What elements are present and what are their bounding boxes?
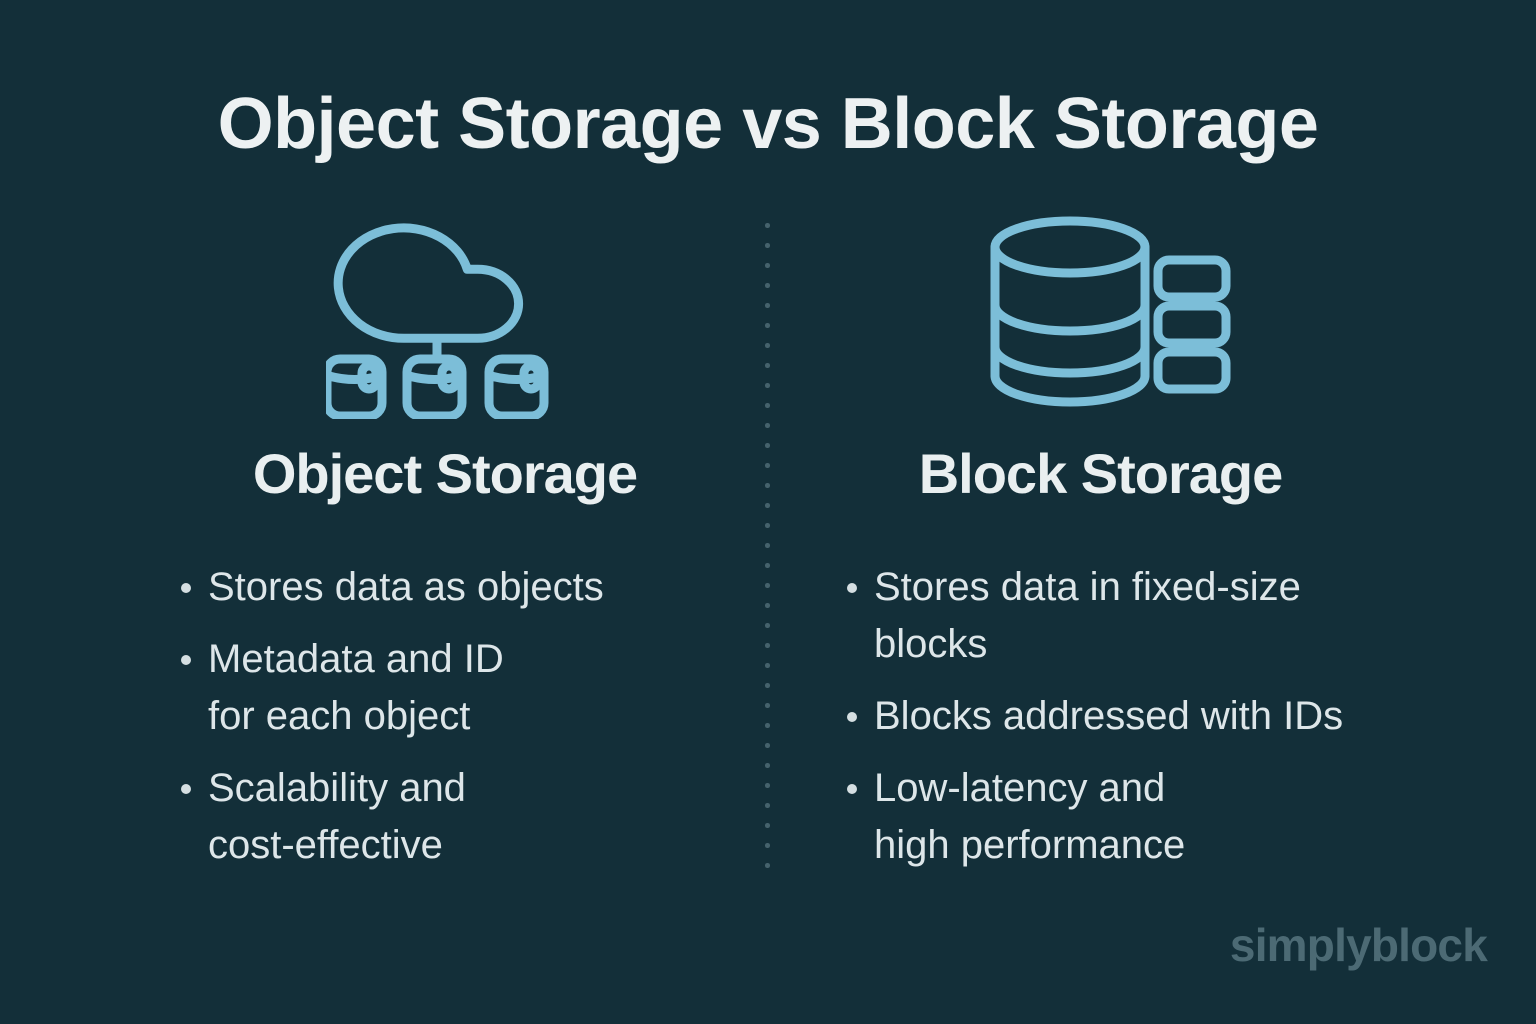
bullet-text: Scalability and cost-effective [208, 766, 466, 867]
object-storage-bullet-list: Stores data as objects Metadata and ID f… [181, 559, 721, 889]
bullet-marker [847, 712, 857, 722]
list-item: Blocks addressed with IDs [847, 688, 1447, 745]
list-item: Metadata and ID for each object [181, 631, 721, 745]
object-storage-heading: Object Storage [252, 442, 638, 505]
list-item: Scalability and cost-effective [181, 760, 721, 874]
bullet-marker [847, 583, 857, 593]
list-item: Stores data as objects [181, 559, 721, 616]
block-storage-heading: Block Storage [918, 442, 1284, 505]
simplyblock-logo: simplyblock [1229, 919, 1488, 971]
bullet-marker [181, 583, 191, 593]
bullet-text: Low-latency and high performance [874, 766, 1186, 867]
cloud-storage-icon [326, 219, 552, 424]
bullet-text: Blocks addressed with IDs [874, 694, 1344, 738]
bullet-marker [847, 784, 857, 794]
list-item: Low-latency and high performance [847, 760, 1447, 874]
list-item: Stores data in fixed-size blocks [847, 559, 1447, 673]
bullet-text: Stores data in fixed-size blocks [874, 565, 1301, 666]
bullet-marker [181, 655, 191, 665]
database-blocks-icon [988, 216, 1232, 415]
dotted-divider [764, 222, 771, 878]
bullet-text: Metadata and ID for each object [208, 637, 504, 738]
infographic-title: Object Storage vs Block Storage [217, 84, 1319, 164]
block-storage-bullet-list: Stores data in fixed-size blocks Blocks … [847, 559, 1447, 889]
bullet-text: Stores data as objects [208, 565, 604, 609]
bullet-marker [181, 784, 191, 794]
